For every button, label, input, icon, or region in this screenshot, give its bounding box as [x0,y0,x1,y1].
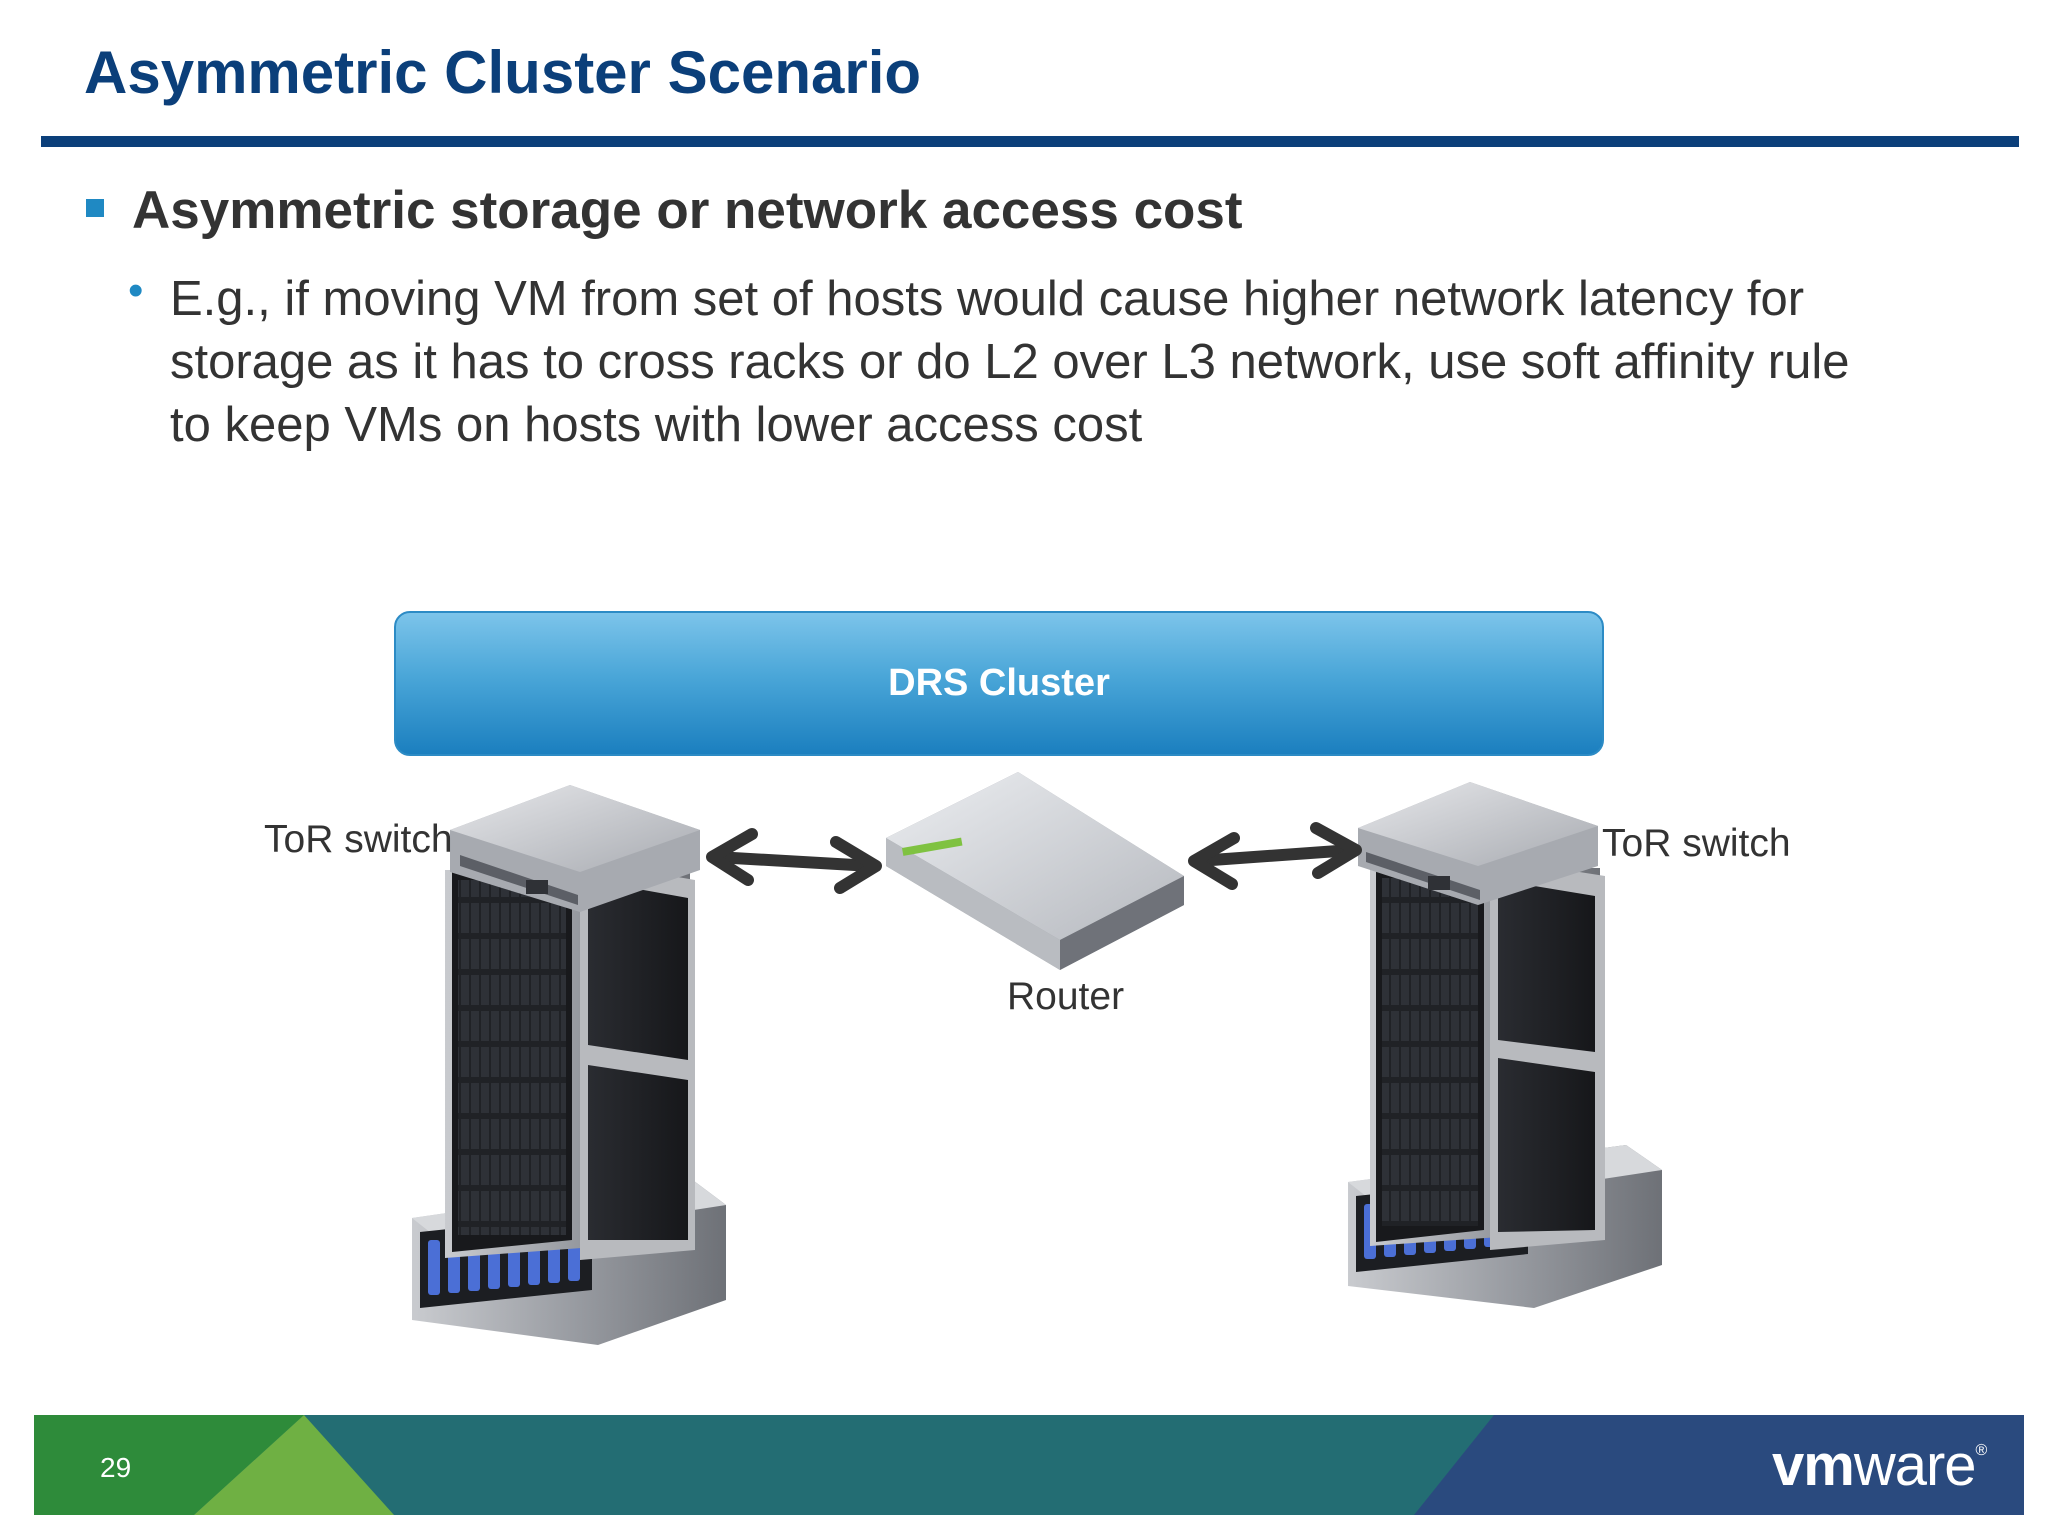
router-icon [886,772,1184,970]
vmware-logo: vmware® [1772,1433,1987,1498]
footer-graphic [34,1415,2024,1515]
bullet-dot-icon: • [128,266,144,315]
footer-band [34,1415,2024,1515]
page-number: 29 [100,1452,132,1483]
server-rack-icon [1348,782,1662,1308]
drs-cluster-label: DRS Cluster [888,662,1110,704]
bullet-square-icon [86,199,104,217]
bullet-line: to keep VMs on hosts with lower access c… [170,398,1143,452]
server-rack-icon [412,785,726,1345]
bullet-line: storage as it has to cross racks or do L… [170,335,1850,389]
left-tor-switch-label: ToR switch [264,818,453,861]
bidirectional-arrow-icon [706,828,882,894]
bullet-line: E.g., if moving VM from set of hosts wou… [170,272,1805,326]
right-tor-switch-label: ToR switch [1602,822,1791,865]
title-rule [41,136,2019,147]
bullet-level1: Asymmetric storage or network access cos… [132,181,1243,240]
bidirectional-arrow-icon [1188,822,1362,890]
router-label: Router [1007,975,1125,1018]
drs-cluster-bar: DRS Cluster [394,611,1604,756]
bullet-level2: E.g., if moving VM from set of hosts wou… [170,268,2000,457]
slide-title: Asymmetric Cluster Scenario [84,39,922,106]
